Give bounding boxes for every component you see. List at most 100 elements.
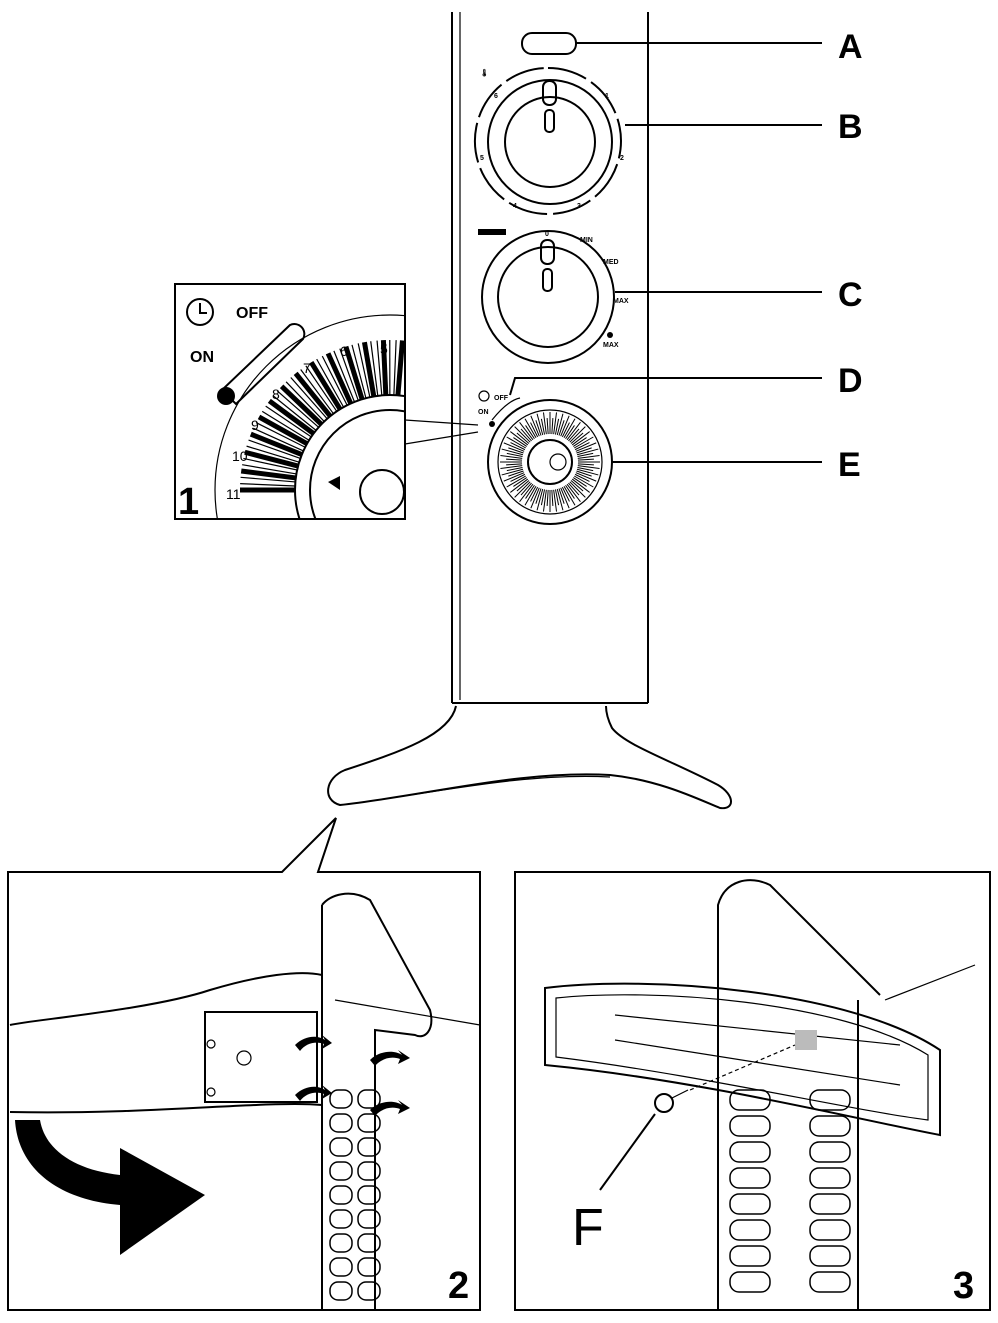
timer-tick xyxy=(571,478,590,493)
inset-dial-segment xyxy=(249,431,303,457)
inset-dial-segment xyxy=(316,358,345,408)
panel-number-3: 3 xyxy=(953,1265,974,1307)
panel2-foot xyxy=(9,972,323,1114)
timer-tick xyxy=(536,488,544,511)
inset-dial-segment xyxy=(242,464,297,475)
heating-element-oval xyxy=(809,1141,851,1163)
inset-switch-knob xyxy=(217,387,235,405)
inset-dial-segment xyxy=(285,381,325,422)
timer-tick xyxy=(577,452,594,458)
power-level-icon xyxy=(478,229,506,235)
timer-tick xyxy=(524,485,537,506)
timer-tick xyxy=(556,488,564,511)
heating-element-oval xyxy=(329,1089,353,1109)
timer-tick xyxy=(513,477,527,487)
heating-element-oval xyxy=(809,1115,851,1137)
leader-d xyxy=(509,377,822,396)
heater-foot xyxy=(327,705,732,810)
timer-tick xyxy=(568,428,580,442)
timer-tick xyxy=(576,470,592,477)
timer-tick xyxy=(566,422,581,441)
power-mark-med: MED xyxy=(603,259,619,266)
screw-icon xyxy=(654,1093,674,1113)
timer-tick xyxy=(546,418,549,435)
callout-e: E xyxy=(838,446,861,484)
inset-switch-slot xyxy=(220,323,306,406)
power-dial: 0 MIN MED MAX MAX xyxy=(478,229,629,364)
timer-tick xyxy=(570,480,584,492)
inset-dial-segment xyxy=(240,476,296,483)
inset-dial-segment xyxy=(279,384,324,427)
inset-dial-segment xyxy=(393,340,397,396)
timer-tick xyxy=(535,488,542,504)
timer-tick xyxy=(576,468,599,476)
panel2-bracket xyxy=(204,1011,318,1103)
timer-tick xyxy=(516,432,530,444)
heating-element-oval xyxy=(357,1209,381,1229)
timer-switch-on: ON xyxy=(478,409,489,416)
timer-tick xyxy=(568,482,580,496)
inset-dial-segment xyxy=(309,361,343,411)
timer-tick xyxy=(525,485,535,499)
thermometer-icon: 🌡 xyxy=(480,68,489,77)
inset-hour-11: 11 xyxy=(226,486,241,502)
thermostat-mark-6: 6 xyxy=(494,93,498,100)
heating-element-oval xyxy=(329,1209,353,1229)
timer-tick xyxy=(558,488,565,504)
timer-tick xyxy=(560,487,570,509)
foot-edge xyxy=(339,775,611,806)
timer-tick xyxy=(536,413,544,436)
timer-dial xyxy=(487,399,613,525)
timer-tick xyxy=(516,480,530,492)
timer-tick xyxy=(530,415,540,437)
heating-element-oval xyxy=(357,1137,381,1157)
panel2-column xyxy=(321,892,433,1310)
timer-tick xyxy=(524,418,537,439)
timer-switch: OFF ON xyxy=(478,390,521,427)
inset-dial-segment xyxy=(293,371,333,418)
heating-element-oval xyxy=(357,1233,381,1253)
inset-dial-segment xyxy=(300,369,334,415)
timer-tick xyxy=(560,415,570,437)
heater-body xyxy=(451,12,649,704)
heating-element-oval xyxy=(357,1113,381,1133)
timer-tick xyxy=(554,418,560,435)
timer-tick xyxy=(510,442,526,451)
timer-tick xyxy=(508,447,524,454)
timer-tick xyxy=(573,475,594,488)
inset-dial-segment xyxy=(240,483,296,487)
inset-dial-segment xyxy=(261,410,310,441)
thermostat-mark-4: 4 xyxy=(513,203,517,210)
inset-label-off: OFF xyxy=(236,305,268,322)
timer-tick xyxy=(553,489,558,512)
timer-tick xyxy=(540,418,546,435)
timer-tick xyxy=(577,463,594,466)
inset-dial-segment xyxy=(244,449,299,469)
thermostat-mark-5: 5 xyxy=(480,155,484,162)
inset-dial-segment xyxy=(351,344,367,399)
rotate-arrow-icon xyxy=(15,1120,205,1255)
timer-tick xyxy=(501,448,524,456)
inset-dial-segment xyxy=(272,395,317,431)
timer-tick xyxy=(503,472,525,482)
heating-element-oval xyxy=(357,1089,381,1109)
inset-hour-10: 10 xyxy=(232,448,248,464)
timer-tick xyxy=(542,412,547,435)
panel-number-1: 1 xyxy=(178,481,199,523)
timer-tick xyxy=(501,468,524,476)
timer-tick xyxy=(506,458,523,461)
timer-tick xyxy=(506,475,527,488)
heating-element-oval xyxy=(329,1257,353,1277)
inset-dial-segment xyxy=(339,348,359,401)
thermostat-dial: 🌡 6 1 2 3 4 5 xyxy=(473,67,624,215)
heating-element-oval xyxy=(809,1271,851,1293)
heating-element-oval xyxy=(729,1141,771,1163)
timer-tick xyxy=(574,442,590,451)
heating-element-oval xyxy=(729,1167,771,1189)
timer-tick xyxy=(551,489,554,506)
clock-icon xyxy=(478,390,490,402)
heating-element-oval xyxy=(329,1233,353,1253)
inset-clock-icon xyxy=(186,298,214,326)
power-mark-max: MAX xyxy=(613,298,629,305)
inset-dial-segment xyxy=(265,405,312,438)
